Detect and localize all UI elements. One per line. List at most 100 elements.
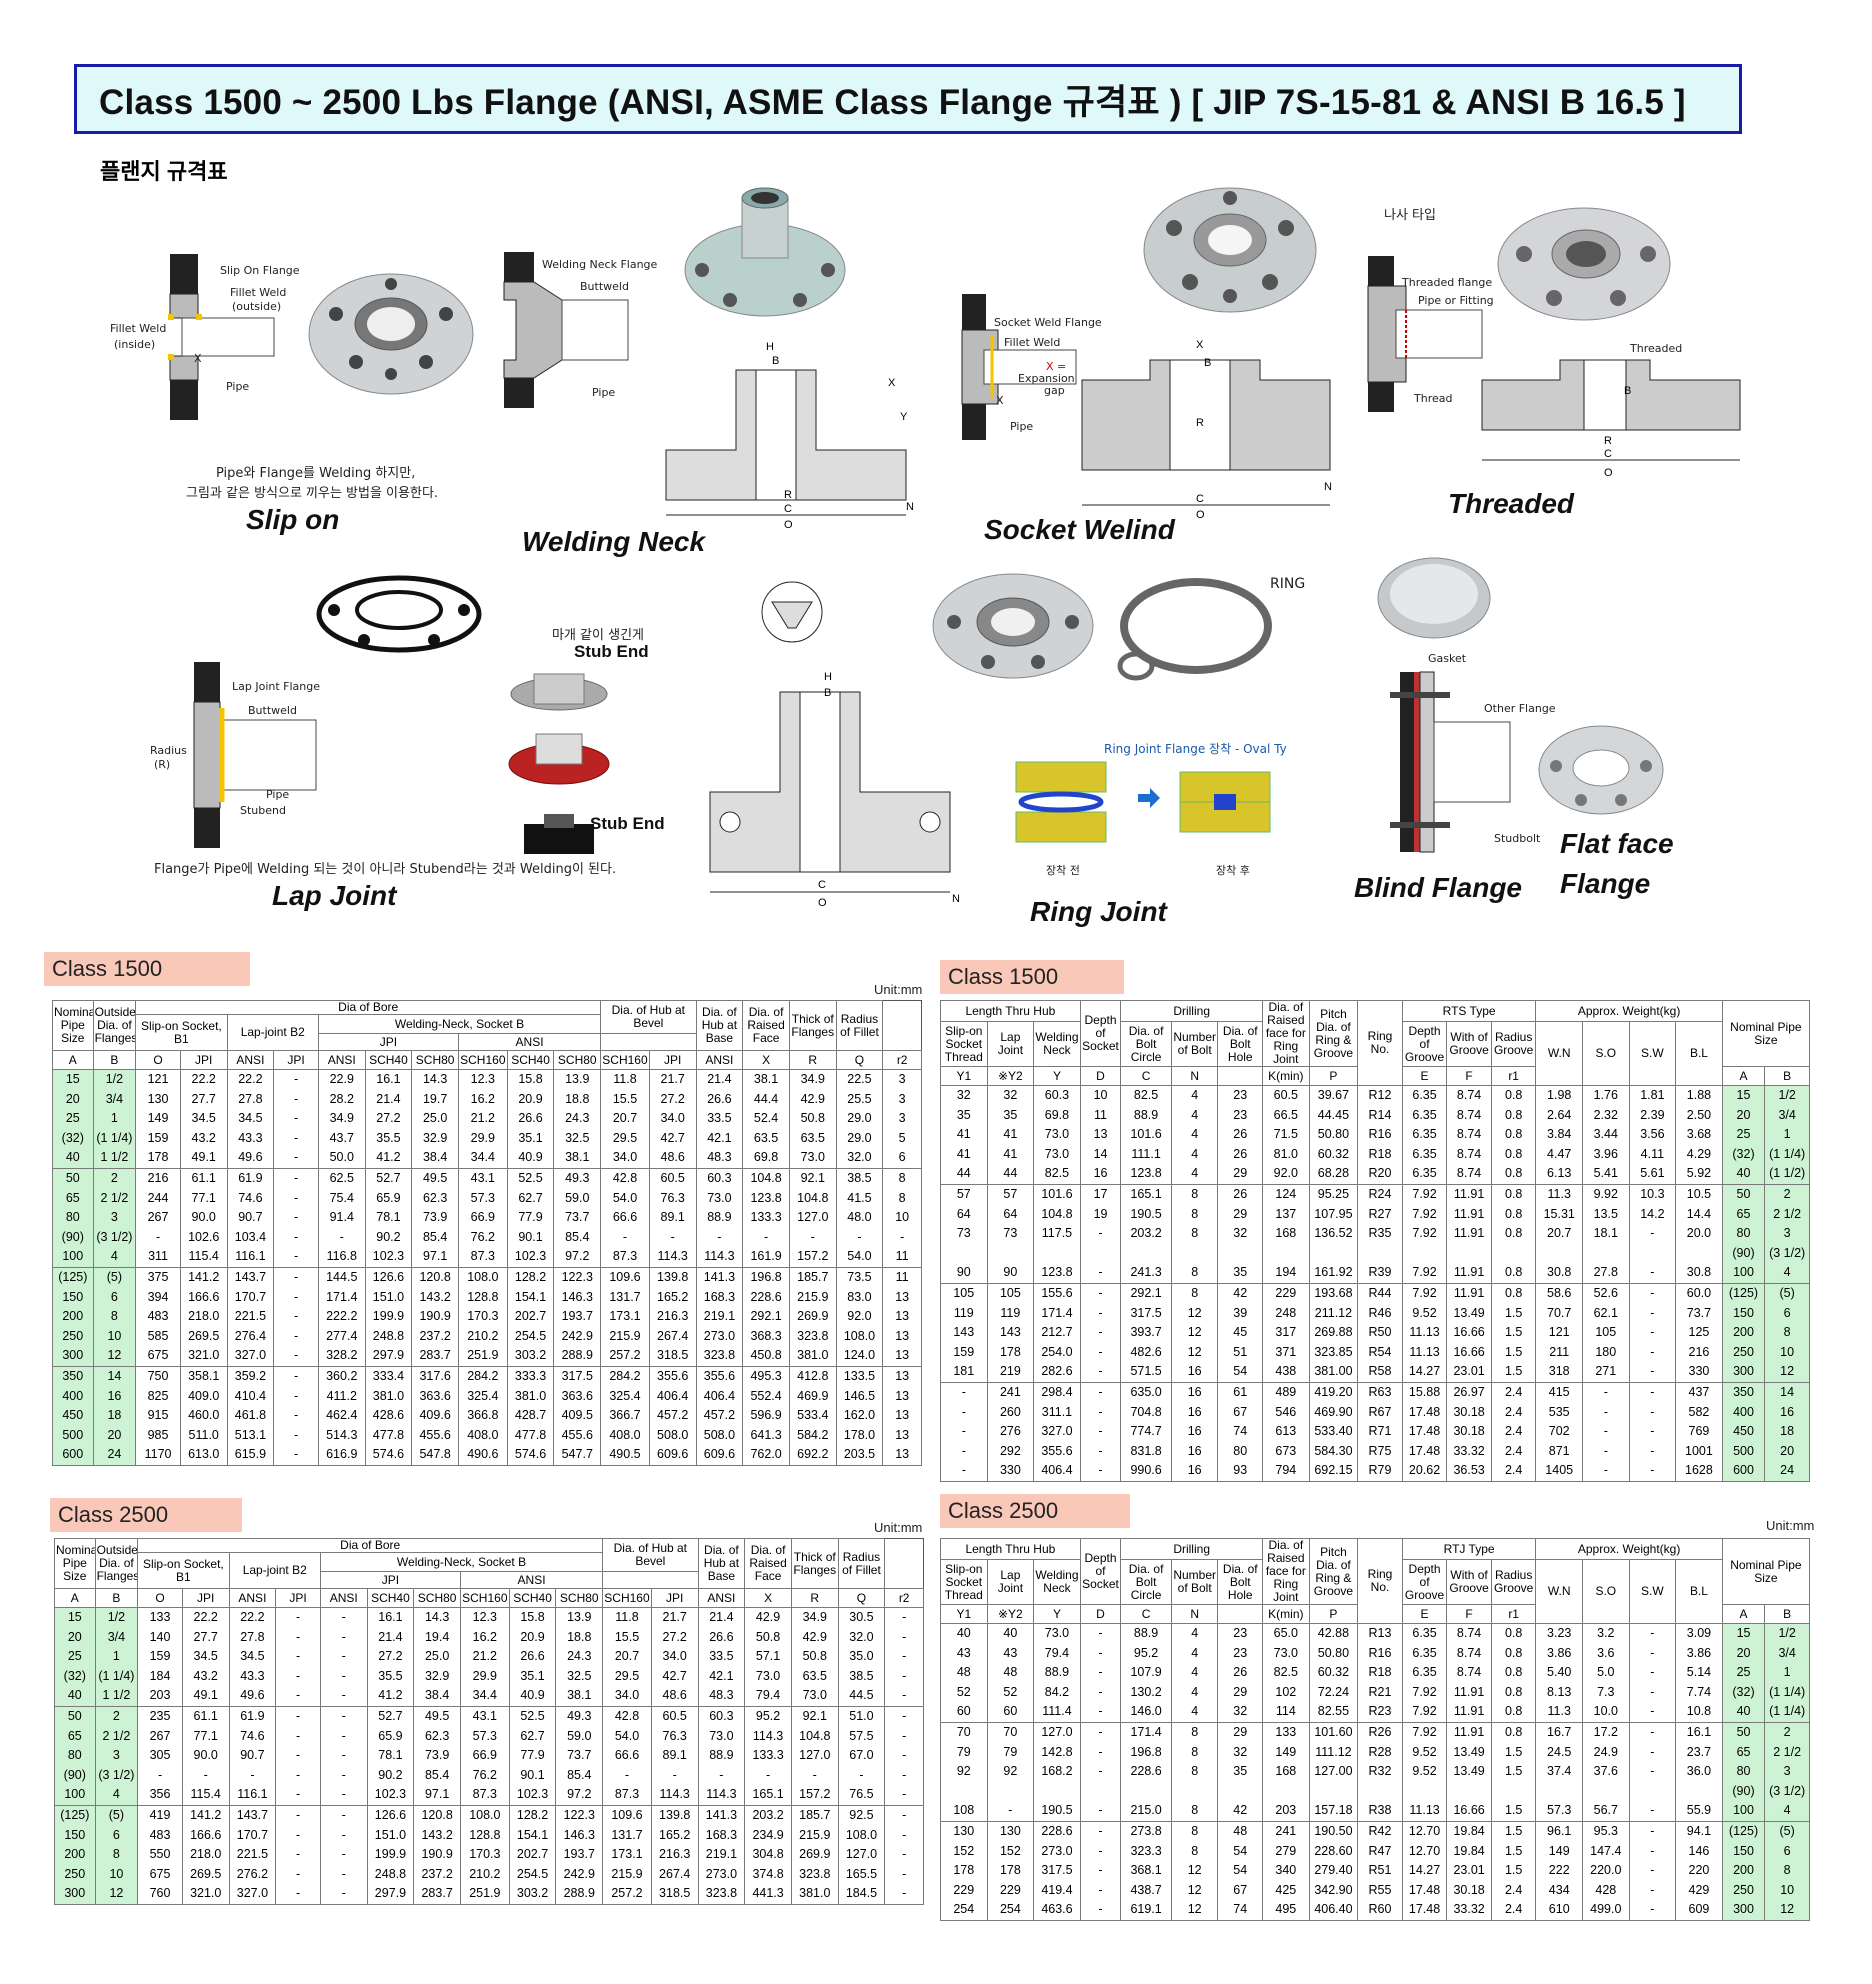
table-cell: 41: [940, 1144, 988, 1165]
table-cell: 39.67: [1308, 1085, 1359, 1106]
table-cell: 95.2: [744, 1706, 792, 1727]
table-cell: 18: [92, 1406, 137, 1426]
table-cell: 157.18: [1308, 1801, 1359, 1822]
table-cell: 596.9: [742, 1406, 790, 1426]
table-header-cell: ANSI: [228, 1588, 277, 1608]
table-cell: 85.4: [413, 1765, 461, 1786]
table-cell: 15: [54, 1607, 96, 1628]
table-cell: 130: [135, 1089, 181, 1110]
table-cell: 41.2: [366, 1686, 415, 1707]
table-cell: 769: [1675, 1422, 1723, 1442]
table-cell: 0.8: [1490, 1125, 1537, 1145]
table-cell: 102.3: [506, 1247, 555, 1268]
table-cell: 29.0: [835, 1109, 884, 1129]
welding-neck-caption: Welding Neck: [522, 526, 706, 557]
table-cell: 6.35: [1401, 1085, 1448, 1106]
table-cell: 35: [1217, 1762, 1264, 1782]
table-cell: -: [602, 1765, 652, 1786]
table-cell: 235: [137, 1706, 183, 1727]
table-cell: 15.5: [602, 1627, 652, 1648]
table-header-cell: A: [54, 1588, 96, 1608]
table-cell: 117.5: [1033, 1224, 1081, 1244]
table-cell: [1357, 1781, 1403, 1802]
table-header-cell: Outside Dia. of Flanges: [94, 1538, 139, 1589]
table-cell: -: [228, 1765, 277, 1786]
table-cell: 4: [1764, 1263, 1810, 1284]
table-cell: 16.1: [366, 1607, 415, 1628]
table-cell: (125): [1721, 1821, 1766, 1842]
table-header-cell: S.O: [1582, 1021, 1630, 1086]
table-cell: -: [790, 1765, 839, 1786]
table-cell: 303.2: [508, 1884, 557, 1905]
table-cell: 8: [1170, 1224, 1219, 1244]
table-cell: 94.1: [1675, 1821, 1723, 1842]
table-cell: 250: [1721, 1342, 1766, 1363]
table-cell: [1535, 1781, 1584, 1802]
table-cell: 60.5: [648, 1168, 697, 1189]
table-header-cell: Ring No.: [1357, 1000, 1403, 1086]
table-cell: -: [1079, 1422, 1122, 1442]
table-cell: 44.4: [742, 1089, 790, 1110]
table-cell: 165.5: [837, 1864, 886, 1885]
table-cell: 2 1/2: [94, 1726, 139, 1747]
table-cell: 229: [986, 1880, 1035, 1901]
table-cell: (1 1/2): [1764, 1164, 1810, 1185]
table-cell: 42.7: [650, 1666, 699, 1687]
table-cell: -: [940, 1422, 988, 1442]
table-cell: 34.5: [181, 1647, 230, 1667]
table-header-cell: Pitch Dia. of Ring & Groove: [1308, 1000, 1359, 1067]
table-row: (90)(3 1/2): [940, 1243, 1810, 1264]
table-cell: -: [1628, 1283, 1677, 1304]
table-cell: 17.2: [1582, 1722, 1630, 1743]
table-cell: 228.60: [1308, 1841, 1359, 1862]
table-cell: 221.5: [226, 1307, 275, 1327]
table-cell: 11.91: [1446, 1263, 1492, 1284]
table-cell: 318.5: [648, 1346, 697, 1367]
table-cell: [1446, 1781, 1492, 1802]
table-cell: 43: [940, 1643, 988, 1664]
table-cell: -: [319, 1627, 368, 1648]
table-cell: -: [273, 1128, 319, 1149]
table-cell: 77.9: [506, 1208, 555, 1228]
table-cell: 25: [1721, 1663, 1766, 1683]
lap-label-buttweld: Buttweld: [248, 704, 297, 717]
table-cell: 5: [882, 1128, 922, 1149]
table-header-cell: Outside Dia. of Flanges: [92, 1000, 137, 1051]
table-cell: -: [884, 1805, 924, 1826]
table-cell: 218.0: [181, 1845, 230, 1865]
table-cell: R47: [1357, 1841, 1403, 1862]
table-cell: 95.25: [1308, 1184, 1359, 1205]
table-cell: 90.2: [364, 1227, 413, 1248]
table-cell: -: [273, 1366, 319, 1387]
table-cell: 40.9: [506, 1148, 555, 1169]
table-cell: 16: [1170, 1382, 1219, 1403]
table-cell: 477.8: [364, 1425, 413, 1446]
table-header-cell: Radius of Fillet: [837, 1538, 886, 1589]
table-cell: 22.2: [226, 1069, 275, 1090]
table-cell: 533.4: [788, 1406, 837, 1426]
table-cell: 58.6: [1535, 1283, 1583, 1304]
table-cell: -: [884, 1785, 924, 1806]
table-cell: 411.2: [317, 1386, 366, 1407]
table-cell: 44: [940, 1164, 988, 1185]
table-cell: [1446, 1243, 1492, 1264]
table-cell: 68.28: [1308, 1164, 1359, 1185]
table-cell: 76.3: [650, 1726, 699, 1747]
table-cell: 122.3: [555, 1805, 604, 1826]
table-cell: 16: [1079, 1164, 1122, 1185]
table-cell: 495: [1262, 1900, 1310, 1921]
table-cell: 0.8: [1490, 1204, 1537, 1225]
table-cell: 143.7: [228, 1805, 277, 1826]
table-cell: 6.35: [1401, 1164, 1448, 1185]
table-cell: 16.1: [1675, 1722, 1723, 1743]
table-cell: 71.5: [1262, 1125, 1310, 1145]
table-cell: 73.0: [1262, 1643, 1310, 1664]
table-cell: 584.2: [788, 1425, 837, 1446]
table-cell: -: [275, 1864, 321, 1885]
table-cell: 8.74: [1446, 1105, 1492, 1126]
table-cell: 41: [986, 1144, 1035, 1165]
table-cell: 57.3: [1535, 1801, 1584, 1822]
table-cell: 374.8: [744, 1864, 792, 1885]
